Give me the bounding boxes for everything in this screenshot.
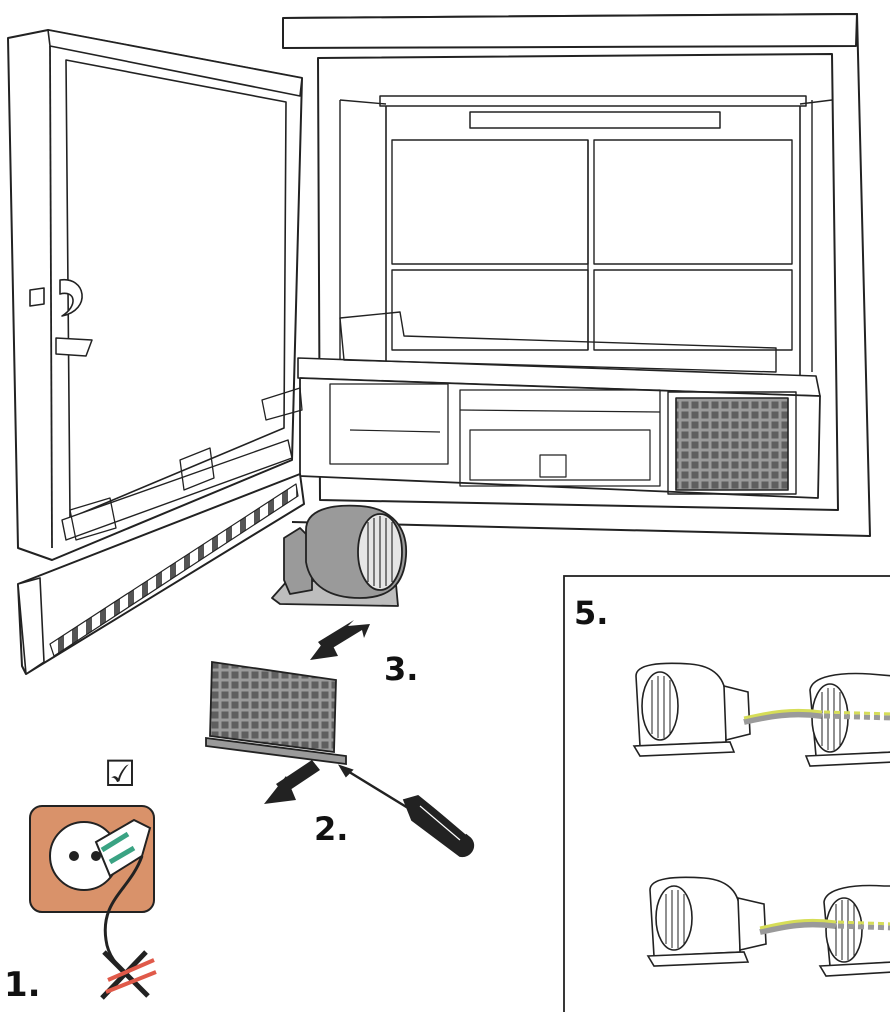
back-panels xyxy=(391,139,793,351)
firebox-back xyxy=(385,103,801,387)
wire-top xyxy=(743,708,890,725)
step-5-panel: 5. xyxy=(563,575,890,1012)
arrow-step3 xyxy=(310,620,370,660)
step-1-label: 1. xyxy=(4,965,41,1005)
fireplace-unit xyxy=(282,13,871,537)
top-cap xyxy=(282,13,858,49)
wall-socket-icon xyxy=(29,805,155,974)
top-deflector xyxy=(379,95,807,107)
door-handle xyxy=(29,279,83,317)
arrow-step2 xyxy=(264,760,320,804)
open-door xyxy=(7,29,303,561)
door-glass xyxy=(65,59,287,519)
fan-pair-bottom xyxy=(646,876,890,977)
step-3-label: 3. xyxy=(384,650,418,688)
fan-pair-top xyxy=(632,662,890,767)
installed-grille xyxy=(675,397,789,491)
blower-fan xyxy=(271,504,407,607)
disconnect-cross-icon xyxy=(100,950,157,1000)
screwdriver-icon xyxy=(337,764,475,858)
wire-bottom xyxy=(759,918,890,935)
front-plinth xyxy=(17,473,305,675)
removed-grille xyxy=(205,660,347,766)
step-2-label: 2. xyxy=(314,810,348,848)
checkbox-checked-icon: ☑ xyxy=(104,754,136,795)
step-5-label: 5. xyxy=(574,594,608,632)
